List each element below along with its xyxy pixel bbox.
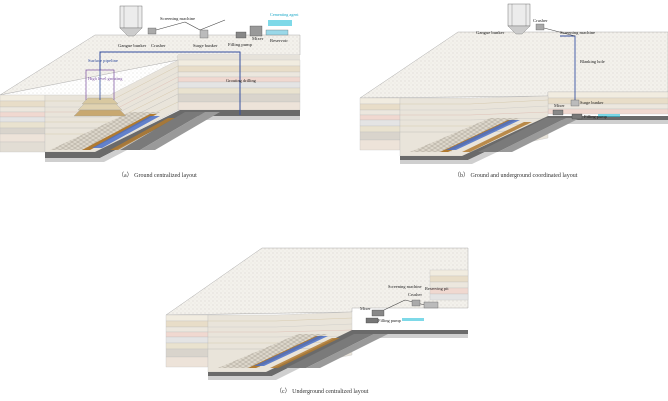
label-filling-pump-a: Filling pump bbox=[228, 42, 253, 47]
filling-strip-c2 bbox=[270, 338, 340, 368]
screening-conveyor-a bbox=[155, 21, 186, 31]
filling-pump-b bbox=[571, 113, 583, 120]
label-screening-machine-c-text: Screening machine bbox=[388, 284, 422, 289]
label-mixer-c: Mixer bbox=[360, 306, 371, 311]
label-surge-bunker-b: Surge bunker bbox=[580, 100, 604, 105]
label-reserving-pit-c: Reserving pit bbox=[425, 286, 449, 291]
mixer-c bbox=[371, 309, 385, 317]
gangue-bunker-b bbox=[507, 3, 531, 35]
surface-pipeline-a bbox=[99, 51, 241, 115]
caption-c: （c） Underground centralized layout bbox=[276, 388, 369, 395]
filling-pump-c bbox=[365, 317, 379, 324]
label-filling-pump-c: Filling pump bbox=[378, 318, 402, 323]
mixer-b bbox=[552, 109, 564, 116]
crusher-b bbox=[535, 23, 545, 31]
panel-b-ground-underground-coordinated: Gangue bunker Crusher Screening machine … bbox=[359, 3, 668, 179]
reserving-pit-c bbox=[423, 301, 439, 309]
gob-area-a bbox=[50, 112, 160, 150]
mixer-a bbox=[249, 25, 263, 37]
label-mixer-a: Mixer bbox=[252, 36, 264, 41]
blue-zone-c bbox=[254, 336, 328, 366]
filling-strip-a2 bbox=[110, 118, 175, 150]
coal-seam-floor-c bbox=[208, 330, 468, 376]
coal-seam-floor-a bbox=[45, 110, 300, 158]
label-filling-pump-b: Filling pump bbox=[584, 114, 608, 119]
roadway-c bbox=[286, 334, 374, 368]
reservoir-a bbox=[265, 29, 289, 36]
label-high-level-grouting-a-line1: High level grouting bbox=[88, 76, 123, 81]
filling-strip-b2 bbox=[462, 122, 532, 152]
gob-area-c bbox=[218, 334, 328, 368]
gob-area-b bbox=[410, 118, 520, 152]
crusher-a bbox=[147, 27, 157, 35]
label-screening-machine-a: Screening machine bbox=[160, 16, 195, 21]
label-gangue-bunker-a: Gangue bunker bbox=[118, 43, 147, 48]
label-surge-bunker-a: Surge bunker bbox=[193, 43, 218, 48]
surge-bunker-b bbox=[570, 99, 580, 107]
label-gangue-bunker-b: Gangue bunker bbox=[476, 30, 505, 35]
label-high-level-grouting-a: High level grouting bbox=[88, 76, 123, 81]
filling-pump-a bbox=[235, 31, 247, 39]
roadway-a bbox=[120, 112, 205, 150]
label-screening-machine-b: Screening machine bbox=[560, 30, 595, 35]
panel-c-underground-centralized: Screening machine Crusher Reserving pit … bbox=[165, 247, 469, 395]
label-crusher-b: Crusher bbox=[533, 18, 548, 23]
caption-b: （b） Ground and underground coordinated l… bbox=[454, 172, 578, 179]
screening-conveyor-c bbox=[383, 299, 406, 311]
surge-bunker-a bbox=[199, 29, 209, 39]
label-grouting-drilling-a: Grouting drilling bbox=[226, 78, 257, 83]
label-blanking-hole-b: Blanking hole bbox=[580, 59, 605, 64]
label-crusher-c: Crusher bbox=[408, 292, 422, 297]
label-screening-machine-c: Screening machine bbox=[388, 284, 422, 289]
cementing-agent-a bbox=[268, 20, 292, 26]
roadway-b bbox=[478, 118, 566, 152]
screening-conveyor-b bbox=[543, 27, 576, 37]
label-reservoir-a: Reservoir bbox=[270, 38, 288, 43]
label-blanking-hole-b-text: Blanking hole bbox=[580, 59, 605, 64]
panel-a-ground-centralized: Gangue bunker Crusher Screening machine … bbox=[0, 5, 301, 179]
blue-zone-b bbox=[446, 120, 520, 150]
gangue-bunker-a bbox=[119, 5, 143, 37]
blue-zone-a bbox=[92, 116, 160, 148]
label-crusher-a: Crusher bbox=[151, 43, 166, 48]
label-surface-pipeline-a: Surface pipeline bbox=[88, 58, 118, 63]
crusher-c bbox=[411, 299, 421, 307]
caption-a: （a） Ground centralized layout bbox=[118, 172, 197, 179]
label-mixer-b: Mixer bbox=[554, 103, 565, 108]
label-cementing-agent-a: Cementing agent bbox=[270, 12, 299, 17]
